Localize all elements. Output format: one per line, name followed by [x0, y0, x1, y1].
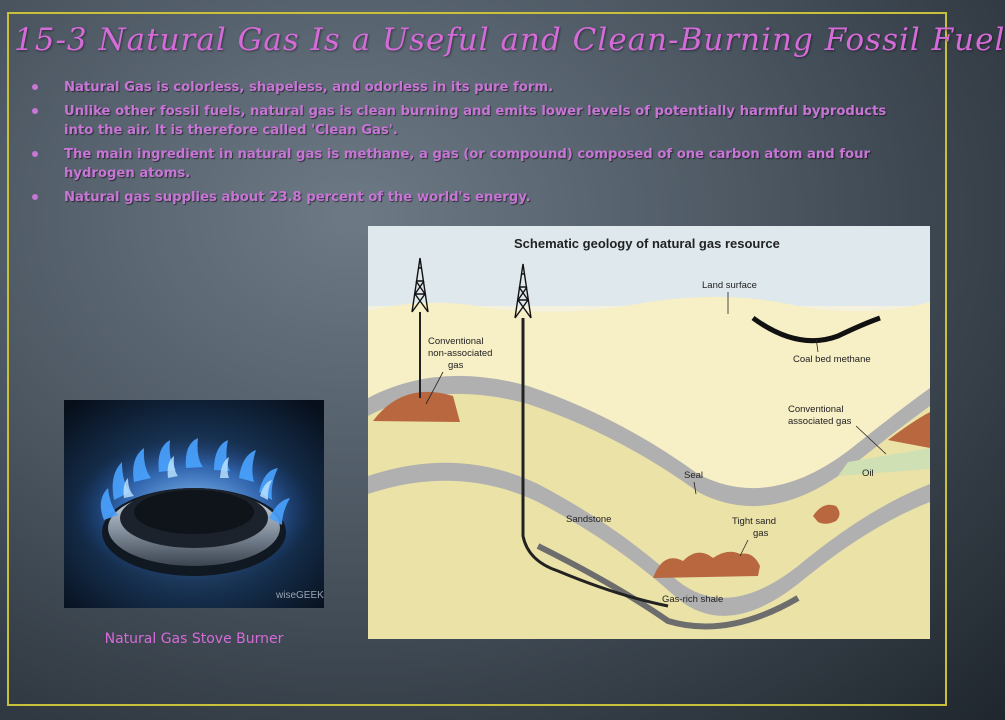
bullet-dot-icon	[32, 108, 38, 114]
bullet-dot-icon	[32, 194, 38, 200]
pointer-tight-sand	[739, 539, 749, 557]
watermark: wiseGEEK	[275, 590, 324, 601]
stove-burner-illustration: wiseGEEK	[64, 400, 324, 608]
shale-layer	[536, 543, 800, 630]
gas-deposit-nonassociated	[373, 391, 460, 422]
label-land-surface: Land surface	[702, 280, 757, 291]
derrick-icon	[411, 257, 429, 313]
label-coal-bed-methane: Coal bed methane	[793, 354, 871, 365]
stove-burner-photo: wiseGEEK	[64, 400, 324, 608]
bullet-text: Unlike other fossil fuels, natural gas i…	[64, 104, 887, 138]
bullet-text: Natural Gas is colorless, shapeless, and…	[64, 80, 554, 95]
pointer-seal	[693, 481, 697, 495]
bullet-text: Natural gas supplies about 23.8 percent …	[64, 190, 531, 205]
geology-diagram: Schematic geology of natural gas resourc…	[368, 226, 930, 639]
bullet-dot-icon	[32, 84, 38, 90]
tight-sand-gas-deposit	[653, 551, 760, 578]
label-tight-sand-gas: gas	[753, 528, 769, 539]
bullet-dot-icon	[32, 151, 38, 157]
seal-layer	[368, 375, 930, 507]
pointer-nonassociated	[425, 371, 444, 405]
horizontal-well	[521, 318, 669, 608]
label-conventional-nonassociated: non-associated	[428, 348, 492, 359]
label-conventional-nonassociated: gas	[448, 360, 464, 371]
sky-area	[368, 226, 930, 306]
label-seal: Seal	[684, 470, 703, 481]
tight-sand-gas-pocket	[813, 504, 840, 524]
bullet-text: The main ingredient in natural gas is me…	[64, 147, 871, 181]
bullet-item: The main ingredient in natural gas is me…	[30, 145, 890, 183]
photo-caption: Natural Gas Stove Burner	[104, 631, 284, 647]
slide-title: 15-3 Natural Gas Is a Useful and Clean-B…	[14, 22, 1005, 58]
pointer-coal-bed	[815, 337, 819, 353]
label-conventional-associated: Conventional	[788, 404, 843, 415]
bullet-item: Natural Gas is colorless, shapeless, and…	[30, 78, 890, 97]
label-conventional-nonassociated: Conventional	[428, 336, 483, 347]
bullet-list: Natural Gas is colorless, shapeless, and…	[30, 78, 890, 212]
derrick-icon	[514, 263, 532, 319]
label-oil: Oil	[862, 468, 874, 479]
label-conventional-associated: associated gas	[788, 416, 852, 427]
pointer-associated	[855, 425, 887, 455]
lower-seal-layer	[368, 462, 930, 616]
label-gas-rich-shale: Gas-rich shale	[662, 594, 723, 605]
diagram-title: Schematic geology of natural gas resourc…	[514, 236, 780, 251]
label-sandstone: Sandstone	[566, 514, 611, 525]
bullet-item: Unlike other fossil fuels, natural gas i…	[30, 102, 890, 140]
slide-frame	[7, 12, 947, 706]
oil-layer	[838, 448, 930, 476]
bullet-item: Natural gas supplies about 23.8 percent …	[30, 188, 890, 207]
geology-diagram-svg: Schematic geology of natural gas resourc…	[368, 226, 930, 639]
coal-bed-layer	[751, 315, 881, 344]
gas-deposit-associated	[888, 412, 930, 448]
label-tight-sand-gas: Tight sand	[732, 516, 776, 527]
